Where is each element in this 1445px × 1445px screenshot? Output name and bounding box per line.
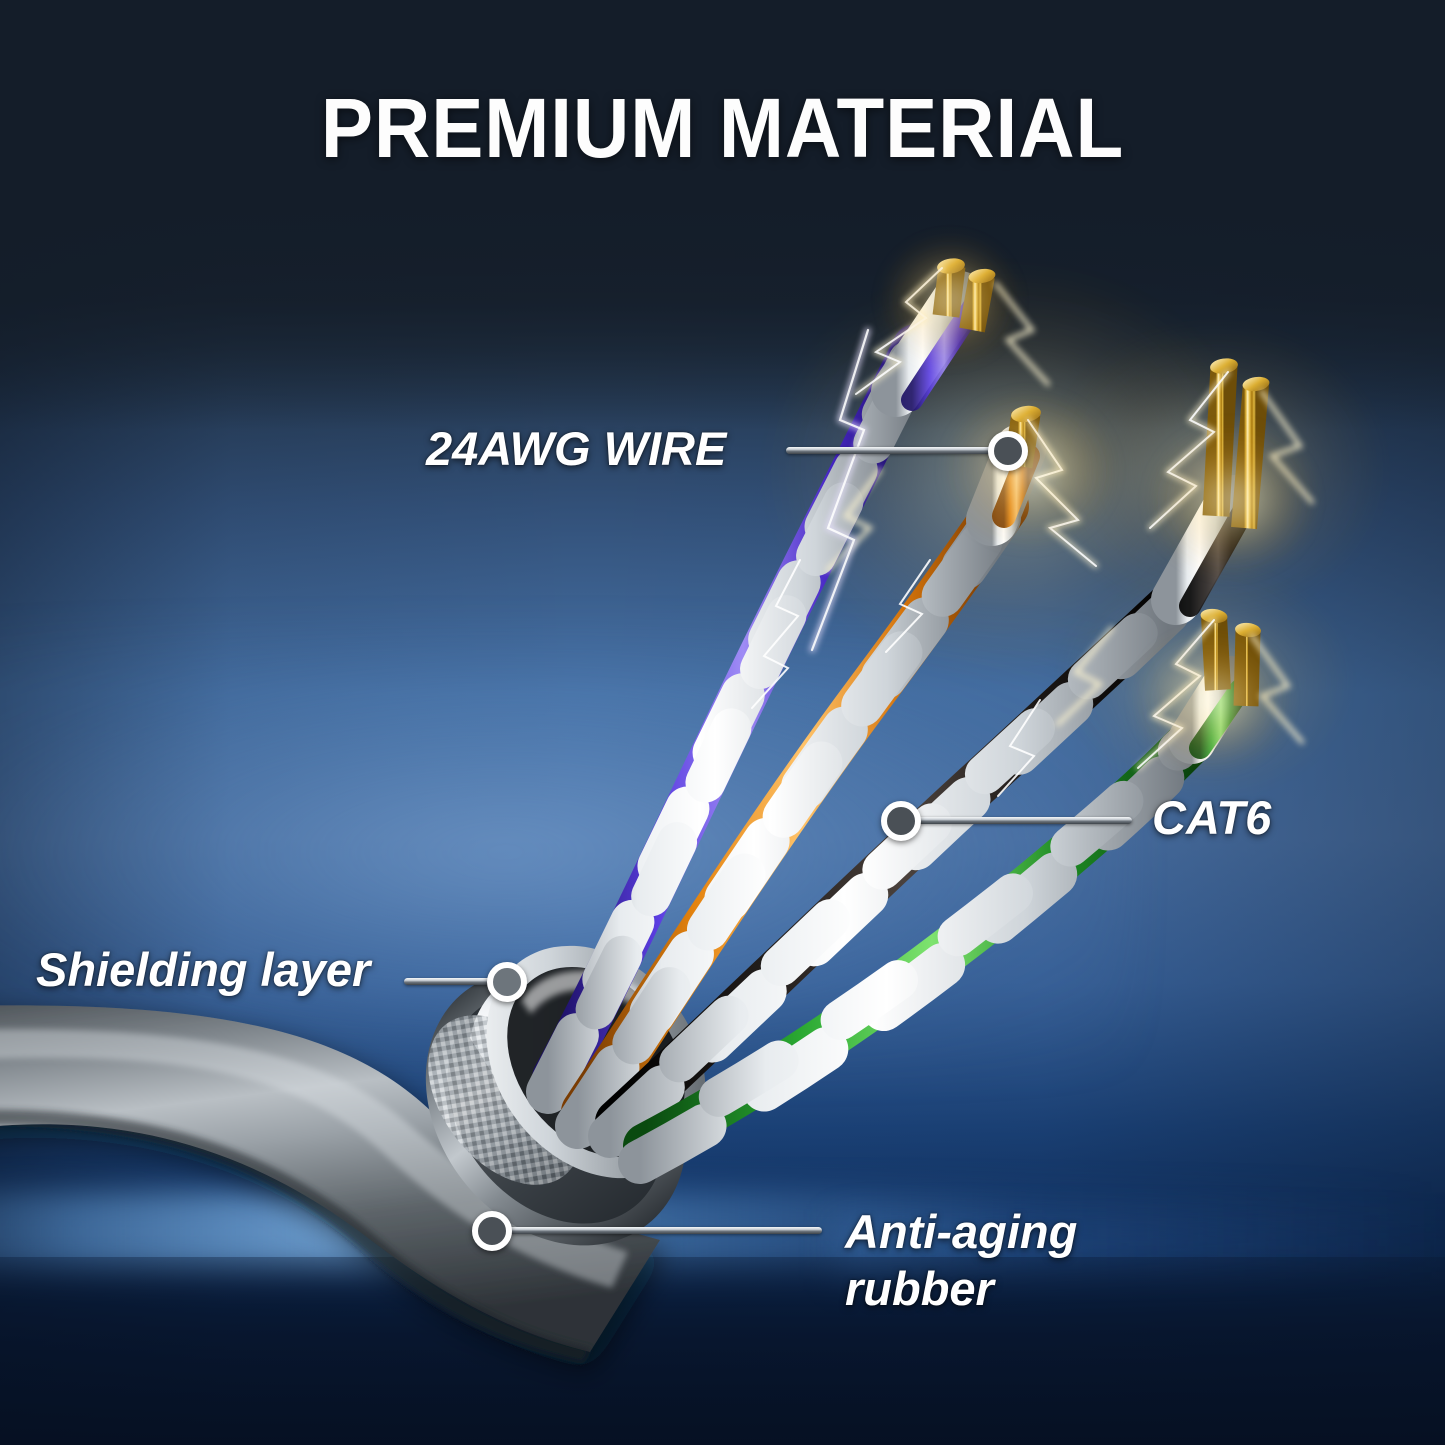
- callout-marker-rubber: [472, 1211, 512, 1251]
- cable-jacket: [0, 1005, 660, 1364]
- orange-pair: [555, 477, 1033, 1149]
- callout-label-shielding: Shielding layer: [36, 943, 371, 996]
- brown-pair: [588, 568, 1206, 1158]
- blue-pair: [526, 324, 942, 1114]
- green-pair: [618, 702, 1226, 1184]
- callout-leader-rubber: [500, 1227, 822, 1234]
- callout-leader-cat6: [900, 817, 1132, 824]
- background-floor-shadow: [0, 1257, 1445, 1445]
- page-title: PREMIUM MATERIAL: [320, 81, 1125, 175]
- callout-label-cat6: CAT6: [1152, 791, 1272, 844]
- callout-label-rubber: Anti-aging rubber: [845, 1205, 1078, 1316]
- callout-leader-shielding: [404, 978, 520, 985]
- callout-marker-awg: [988, 431, 1028, 471]
- callout-leader-awg: [786, 447, 1018, 454]
- callout-marker-cat6: [881, 801, 921, 841]
- callout-marker-shielding: [487, 962, 527, 1002]
- callout-label-awg: 24AWG WIRE: [426, 422, 727, 475]
- twisted-pairs: [526, 324, 1226, 1184]
